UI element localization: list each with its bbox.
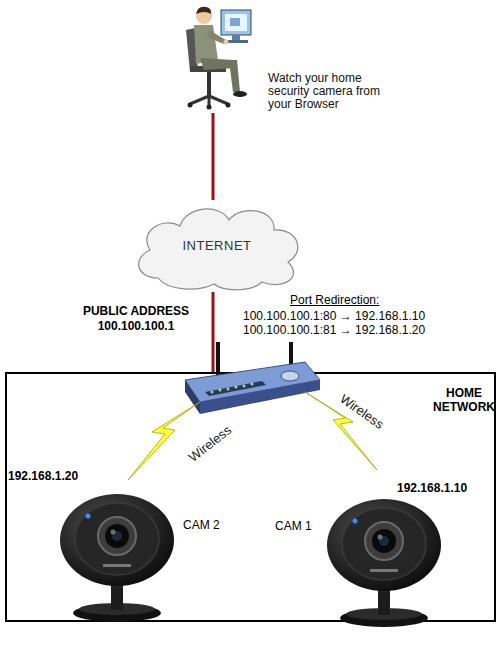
home-network-box: HOME NETWORK 192.168.1.20CAM 2 192.168.1.1… bbox=[5, 372, 496, 622]
cloud-label: INTERNET bbox=[128, 238, 306, 254]
user-figure bbox=[186, 7, 251, 110]
network-label: HOME NETWORK bbox=[433, 386, 495, 414]
wireless-bolt bbox=[128, 402, 200, 480]
internet-cloud: INTERNET bbox=[128, 200, 306, 292]
link-label: Wireless bbox=[186, 423, 233, 464]
public-address: 100.100.100.1 bbox=[80, 320, 192, 333]
port-rule: 100.100.100.1:81 → 192.168.1.20 bbox=[243, 324, 425, 337]
camera-node: 192.168.1.10CAM 1 bbox=[269, 454, 489, 618]
port-rule: 100.100.100.1:80 → 192.168.1.10 bbox=[243, 310, 425, 323]
network-link bbox=[212, 113, 215, 200]
camera-illustration bbox=[327, 499, 441, 627]
camera-name: CAM 1 bbox=[275, 520, 312, 533]
user-caption: Watch your home security camera from you… bbox=[268, 72, 393, 111]
network-link bbox=[212, 292, 215, 372]
camera-name: CAM 2 bbox=[183, 519, 220, 532]
ip-address: 192.168.1.20 bbox=[8, 470, 78, 483]
ip-address: 192.168.1.10 bbox=[397, 482, 467, 495]
link-label: Wireless bbox=[338, 392, 386, 431]
user-node: Watch your home security camera from you… bbox=[180, 0, 395, 113]
camera-node: 192.168.1.20CAM 2 bbox=[7, 462, 219, 620]
camera-illustration bbox=[60, 494, 174, 622]
port-redirection-heading: Port Redirection: bbox=[290, 294, 379, 307]
address-heading: PUBLIC ADDRESS bbox=[80, 305, 192, 318]
router-illustration bbox=[185, 342, 320, 414]
